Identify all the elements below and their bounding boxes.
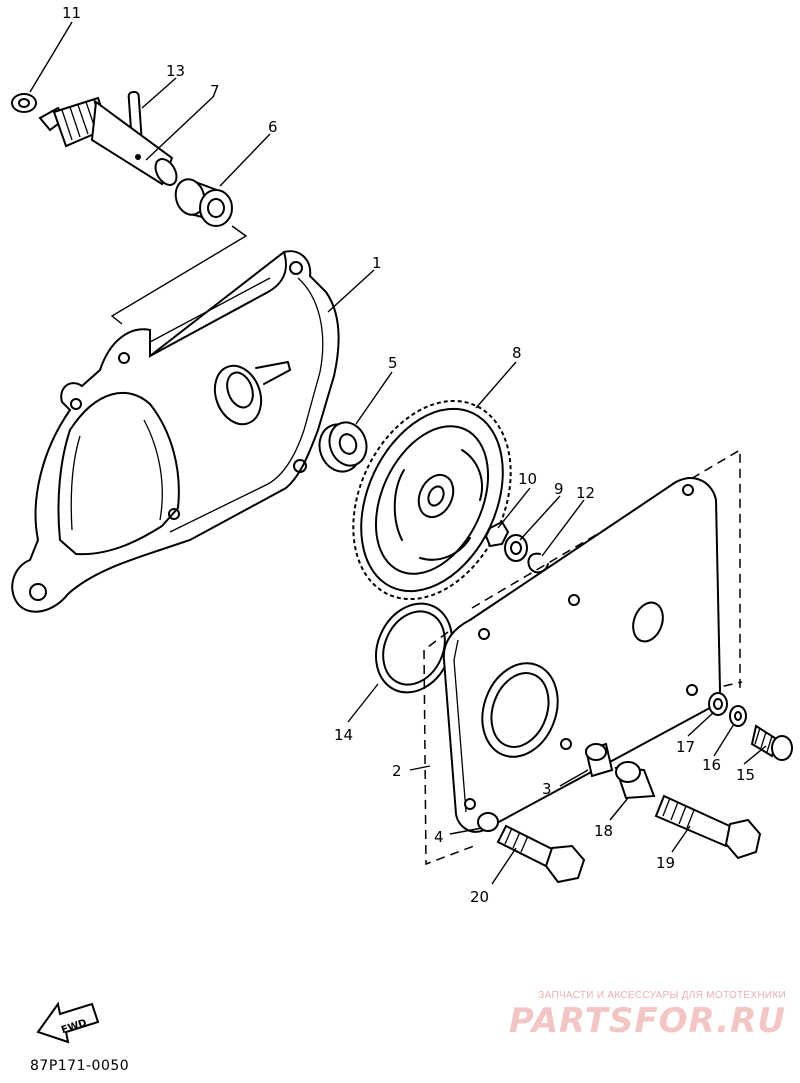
callout-2: 2 (392, 762, 402, 780)
leader-lines (29, 21, 767, 885)
callout-19: 19 (656, 854, 675, 872)
part-8-gear (352, 399, 512, 601)
part-18-collar (614, 761, 656, 800)
callout-5: 5 (388, 354, 398, 372)
part-17-washer (708, 692, 728, 716)
part-11-washer (11, 93, 37, 113)
assembly-line (110, 225, 248, 325)
fwd-arrow-icon: FWD (36, 1001, 100, 1044)
figure-code: 87P171-0050 (30, 1058, 130, 1074)
callout-14: 14 (334, 726, 353, 744)
part-4-dowel (477, 812, 499, 832)
part-1-gear-case-cover (11, 250, 340, 613)
part-6-collar (174, 178, 233, 227)
part-20-bolt (496, 824, 586, 884)
callout-4: 4 (434, 828, 444, 846)
part-5-bearing (318, 421, 368, 473)
callout-20: 20 (470, 888, 489, 906)
part-19-bolt (654, 794, 762, 860)
watermark-tagline: ЗАПЧАСТИ И АКСЕССУАРЫ ДЛЯ МОТОТЕХНИКИ (538, 990, 786, 1001)
part-7-worm-shaft (38, 96, 178, 186)
part-16-washer (729, 705, 747, 727)
callout-9: 9 (554, 480, 564, 498)
watermark-logo: PARTSFOR.RU (508, 1001, 786, 1041)
part-15-bolt (750, 724, 793, 761)
part-2-crankcase-cover (442, 477, 722, 833)
callout-16: 16 (702, 756, 721, 774)
callout-7: 7 (210, 82, 220, 100)
callout-13: 13 (166, 62, 185, 80)
watermark: ЗАПЧАСТИ И АКСЕССУАРЫ ДЛЯ МОТОТЕХНИКИ PA… (456, 990, 786, 1041)
callout-10: 10 (518, 470, 537, 488)
part-9-washer (504, 534, 528, 562)
callout-18: 18 (594, 822, 613, 840)
callout-8: 8 (512, 344, 522, 362)
callout-1: 1 (372, 254, 382, 272)
callout-17: 17 (676, 738, 695, 756)
callout-11: 11 (62, 4, 81, 22)
callout-3: 3 (542, 780, 552, 798)
callout-15: 15 (736, 766, 755, 784)
callout-12: 12 (576, 484, 595, 502)
part-3-dowel (584, 742, 614, 778)
callout-6: 6 (268, 118, 278, 136)
callout-labels: 11 13 7 6 1 5 8 10 9 12 14 2 3 4 17 16 1… (62, 4, 755, 906)
